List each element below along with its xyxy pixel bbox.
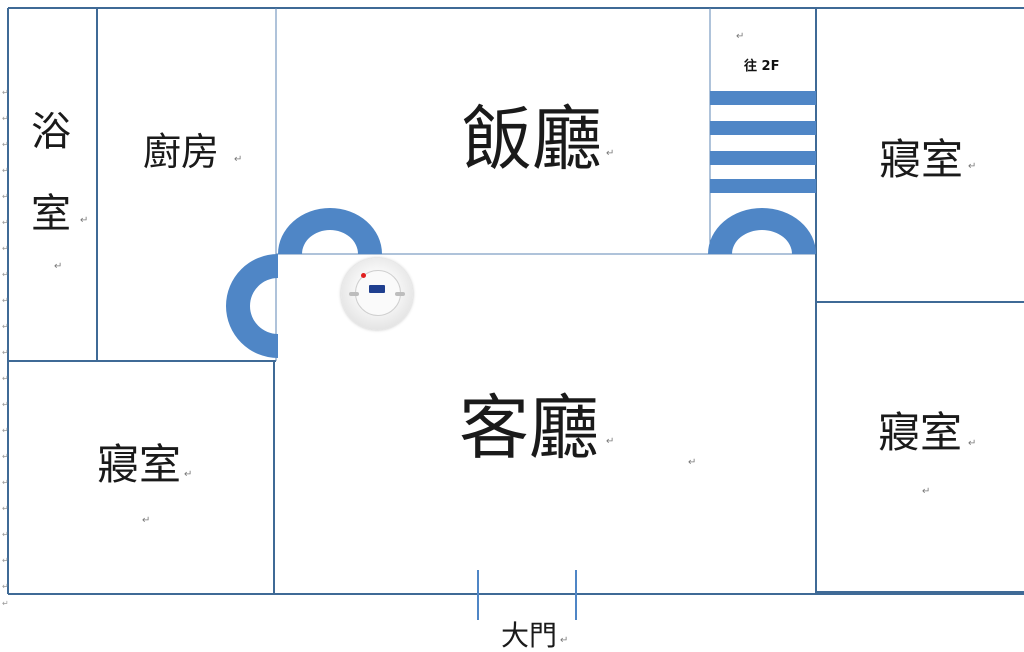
bedroom-lower-left-label: 寢室 [97,440,182,489]
paragraph-mark: ↵ [968,161,977,172]
paragraph-mark: ↵ [184,469,193,480]
smoke-detector-image [341,258,413,330]
paragraph-mark: ↵ [560,635,569,646]
svg-text:↵: ↵ [2,504,9,513]
paragraph-mark: ↵ [80,215,89,226]
paragraph-mark: ↵ [736,31,745,42]
svg-text:↵: ↵ [2,582,9,591]
bathroom-label-line2: 室 [31,191,71,237]
paragraph-mark: ↵ [968,438,977,449]
svg-text:↵: ↵ [2,530,9,539]
entrance-posts [477,570,577,620]
detector-logo [369,285,385,293]
svg-text:↵: ↵ [2,478,9,487]
svg-text:↵: ↵ [2,426,9,435]
detector-notch [395,292,405,296]
svg-text:↵: ↵ [2,556,9,565]
bathroom-label-line1: 浴 [31,109,71,155]
svg-text:↵: ↵ [2,244,9,253]
svg-text:↵: ↵ [2,192,9,201]
svg-text:↵: ↵ [2,296,9,305]
living-room-label: 客廳 [459,387,599,469]
staircase [710,91,816,193]
svg-text:↵: ↵ [2,140,9,149]
svg-text:↵: ↵ [2,452,9,461]
svg-text:↵: ↵ [2,599,9,608]
bedroom-upper-right-label: 寢室 [879,135,964,184]
building-walls [7,7,1024,595]
svg-text:↵: ↵ [2,322,9,331]
svg-text:↵: ↵ [2,114,9,123]
detector-led [361,273,366,278]
paragraph-mark: ↵ [688,457,697,468]
door-arcs [226,208,816,358]
svg-text:↵: ↵ [2,400,9,409]
detector-notch [349,292,359,296]
paragraph-mark: ↵ [234,154,243,165]
svg-text:↵: ↵ [2,348,9,357]
paragraph-mark: ↵ [922,486,931,497]
paragraph-mark: ↵ [142,515,151,526]
bedroom-lower-right-label: 寢室 [878,408,963,457]
dining-room-label: 飯廳 [462,98,602,180]
svg-text:↵: ↵ [2,374,9,383]
left-margin-marks: ↵ ↵ ↵ ↵ ↵ ↵ ↵ ↵ ↵ ↵ ↵ ↵ ↵ ↵ ↵ ↵ ↵ ↵ ↵ ↵ … [2,88,9,608]
svg-text:↵: ↵ [2,166,9,175]
main-entrance-label: 大門 [501,619,558,652]
stairs-up-label: 往 2F [744,59,780,74]
paragraph-mark: ↵ [606,436,615,447]
paragraph-mark: ↵ [54,261,63,272]
svg-text:↵: ↵ [2,270,9,279]
svg-text:↵: ↵ [2,218,9,227]
kitchen-label: 廚房 [143,130,220,174]
svg-text:↵: ↵ [2,88,9,97]
paragraph-mark: ↵ [606,148,615,159]
